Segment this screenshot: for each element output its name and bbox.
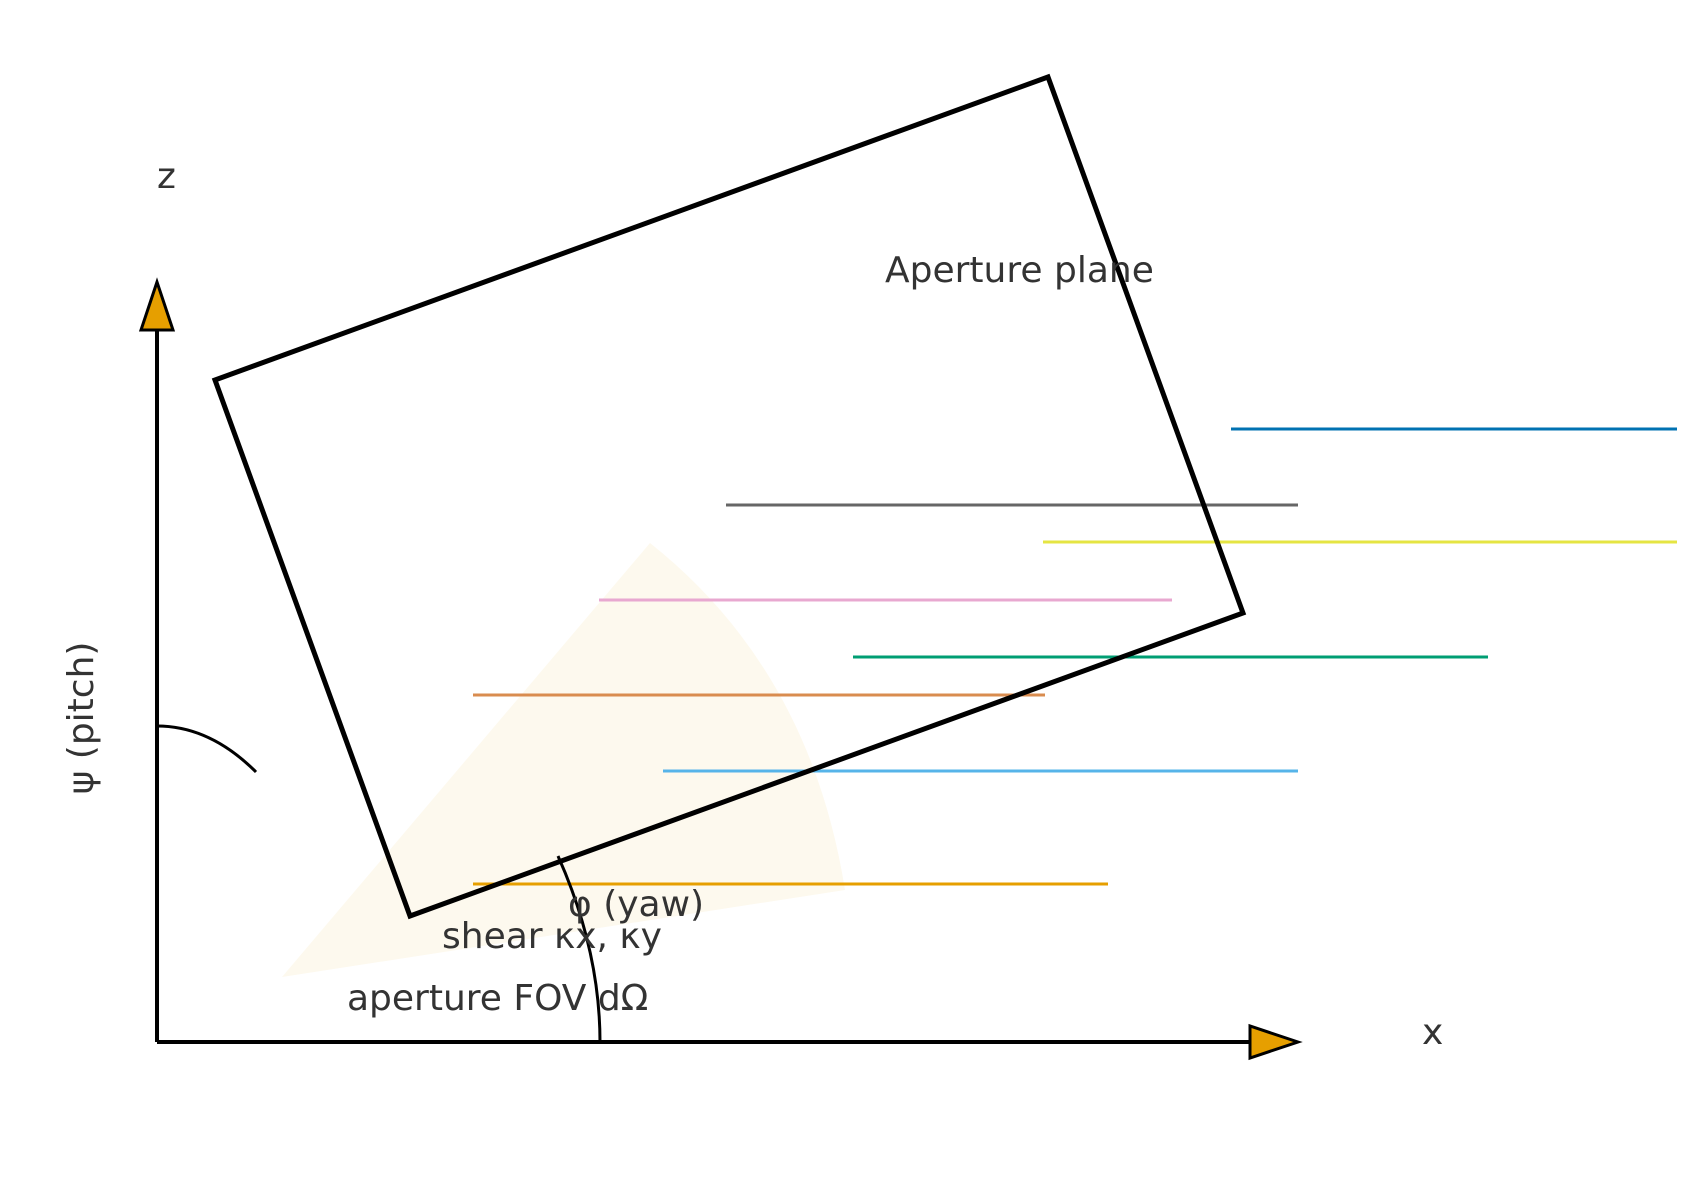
aperture-plane-rectangle (211, 73, 1247, 920)
ray-group (473, 427, 1677, 886)
pitch-label: ψ (pitch) (61, 642, 102, 795)
shear-label: shear κx, κy (442, 916, 662, 957)
z-axis-label: z (157, 156, 176, 197)
pitch-angle-arc (156, 724, 258, 774)
fov-cone (282, 543, 845, 977)
fov-label: aperture FOV dΩ (347, 978, 648, 1019)
yaw-angle-arc (556, 855, 602, 1043)
x-axis-label: x (1422, 1012, 1443, 1053)
z-axis-arrowhead (138, 277, 176, 332)
aperture-plane-label: Aperture plane (885, 250, 1154, 291)
x-axis-arrowhead (1248, 1023, 1303, 1061)
yaw-label: φ (yaw) (568, 884, 704, 925)
